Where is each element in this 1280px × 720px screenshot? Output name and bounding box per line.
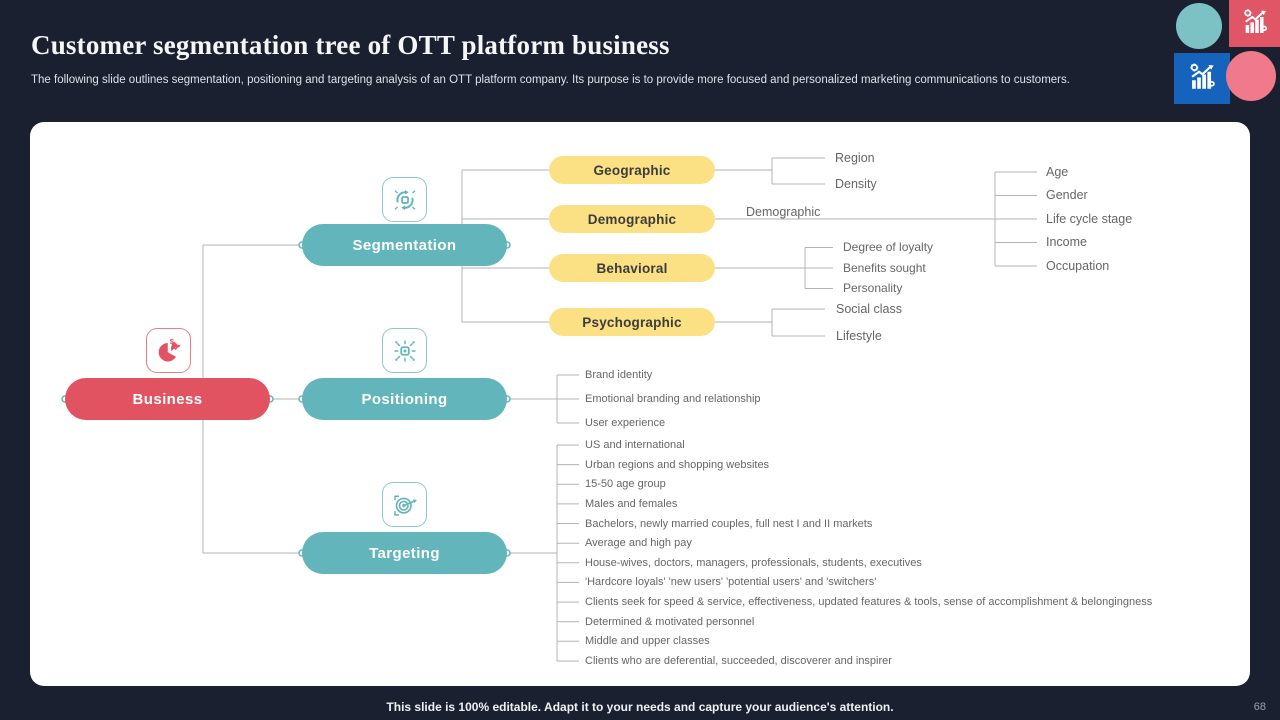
page-number: 68 — [1253, 701, 1266, 713]
growth-chart-gears-icon — [1184, 59, 1220, 98]
tree-leaf-label: User experience — [585, 417, 666, 429]
target-dart-icon — [382, 482, 427, 527]
tree-leaf-label: Bachelors, newly married couples, full n… — [585, 517, 873, 530]
tree-node-label: Psychographic — [582, 314, 682, 330]
demographic-connector-label: Demographic — [746, 205, 821, 219]
tree-leaf-label: Social class — [836, 302, 902, 316]
tree-leaf-label: Lifestyle — [836, 329, 882, 343]
tree-leaf-label: Gender — [1046, 188, 1088, 203]
tree-leaf-label: Age — [1046, 164, 1069, 179]
tree-leaf-label: 15-50 age group — [585, 478, 666, 491]
tree-leaf-label: House-wives, doctors, managers, professi… — [585, 556, 922, 569]
tree-node-geographic: Geographic — [549, 156, 715, 184]
tree-leaf-label: Middle and upper classes — [585, 635, 710, 648]
tree-leaf-label: US and international — [585, 439, 685, 451]
tree-leaf-label: Density — [835, 177, 877, 191]
slide-subtitle: The following slide outlines segmentatio… — [31, 74, 1070, 86]
pie-chart-dollar-icon: $ — [146, 328, 191, 373]
diagram-panel: $ — [30, 122, 1250, 686]
tree-leaf-label: Personality — [843, 281, 903, 296]
tree-leaf-label: Income — [1046, 235, 1087, 250]
tree-node-label: Positioning — [361, 390, 448, 408]
tree-node-behavioral: Behavioral — [549, 254, 715, 282]
svg-text:$: $ — [169, 337, 174, 346]
tree-leaf-label: Males and females — [585, 497, 678, 510]
tree-node-label: Targeting — [369, 544, 440, 562]
process-cycle-arrows-icon — [382, 177, 427, 222]
tree-leaf-label: Life cycle stage — [1046, 211, 1133, 226]
tree-leaf-label: Degree of loyalty — [843, 240, 934, 255]
tree-node-segmentation: Segmentation — [302, 224, 507, 266]
tree-leaf-label: Average and high pay — [585, 537, 692, 550]
tree-leaf-label: Determined & motivated personnel — [585, 615, 755, 628]
tree-node-targeting: Targeting — [302, 532, 507, 574]
tree-node-label: Geographic — [593, 162, 671, 178]
decor-red-square — [1229, 0, 1280, 47]
tree-node-positioning: Positioning — [302, 378, 507, 420]
tree-node-label: Business — [132, 390, 203, 408]
tree-node-label: Segmentation — [352, 236, 457, 254]
tree-node-label: Behavioral — [596, 260, 668, 276]
decor-pink-circle — [1226, 51, 1276, 101]
decor-teal-circle — [1176, 3, 1222, 49]
tree-node-label: Demographic — [587, 211, 677, 227]
tree-leaf-label: Emotional branding and relationship — [585, 393, 761, 405]
growth-chart-gears-icon — [1238, 5, 1272, 42]
tree-leaf-label: 'Hardcore loyals' 'new users' 'potential… — [585, 576, 877, 589]
tree-leaf-label: Clients who are deferential, succeeded, … — [585, 654, 892, 667]
tree-leaf-label: Benefits sought — [843, 260, 926, 275]
tree-leaf-label: Brand identity — [585, 369, 653, 381]
page-title: Customer segmentation tree of OTT platfo… — [31, 30, 670, 60]
tree-node-psychographic: Psychographic — [549, 308, 715, 336]
tree-leaf-label: Occupation — [1046, 258, 1110, 273]
decor-blue-square — [1174, 53, 1230, 104]
tree-node-demographic: Demographic — [549, 205, 715, 233]
idea-rays-icon — [382, 328, 427, 373]
tree-leaf-label: Urban regions and shopping websites — [585, 458, 770, 471]
footer-note: This slide is 100% editable. Adapt it to… — [386, 700, 894, 714]
tree-leaf-label: Region — [835, 151, 875, 165]
tree-leaf-label: Clients seek for speed & service, effect… — [585, 596, 1153, 608]
tree-node-business: Business — [65, 378, 270, 420]
